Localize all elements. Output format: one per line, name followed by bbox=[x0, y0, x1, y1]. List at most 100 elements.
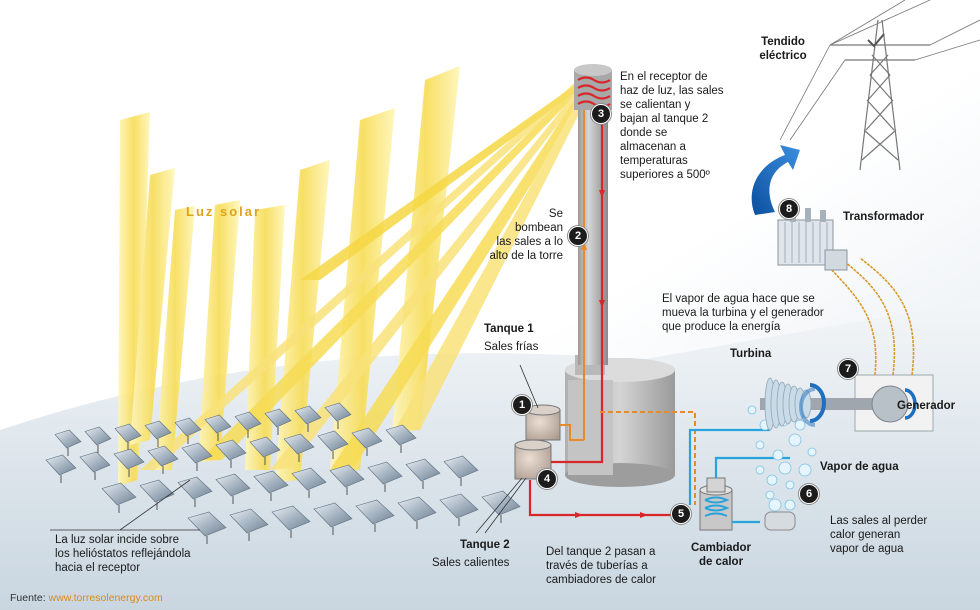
steam-bubble bbox=[747, 405, 757, 415]
steam-bubble bbox=[807, 447, 817, 457]
steam-turbine-line: mueva la turbina y el generador bbox=[662, 307, 824, 319]
turbine-label: Turbina bbox=[730, 348, 772, 360]
tanks bbox=[514, 404, 696, 518]
heliostat-panel bbox=[329, 464, 365, 488]
steam-bubble bbox=[765, 490, 775, 500]
heliostat-panel bbox=[405, 458, 441, 482]
pump-line: las sales a lo bbox=[496, 236, 563, 248]
heliostat-panel bbox=[385, 424, 417, 446]
power-arrow bbox=[751, 145, 800, 215]
step-badge-3: 3 bbox=[591, 104, 611, 124]
heliostat-panel bbox=[294, 405, 322, 425]
receptor-line: superiores a 500º bbox=[620, 169, 710, 181]
sun-light-label: Luz solar bbox=[186, 204, 262, 219]
receptor-line: temperaturas bbox=[620, 155, 688, 167]
heliostat-panel bbox=[317, 430, 349, 452]
reflected-beams bbox=[140, 78, 590, 470]
tower bbox=[565, 64, 675, 487]
pipes-line: Del tanque 2 pasan a bbox=[546, 546, 656, 558]
heliostat-panel bbox=[144, 420, 172, 440]
heliostat-panel bbox=[324, 402, 352, 422]
pump-text: Se bombean las sales a lo alto de la tor… bbox=[468, 207, 563, 263]
heliostat-panel bbox=[443, 455, 479, 479]
tank1-subtitle: Sales frías bbox=[484, 341, 539, 353]
heliostat-panel bbox=[139, 479, 175, 503]
heliostat-panel bbox=[204, 414, 232, 434]
source-link[interactable]: www.torresolenergy.com bbox=[48, 592, 163, 604]
steam-bubble bbox=[768, 498, 782, 512]
pump-line: bombean bbox=[515, 222, 563, 234]
heliostat-panel bbox=[249, 436, 281, 458]
steam-turbine-text: El vapor de agua hace que se mueva la tu… bbox=[662, 292, 842, 334]
transformer bbox=[777, 208, 848, 271]
heliostat-panel bbox=[113, 448, 145, 470]
power-line-line: Tendido bbox=[761, 36, 805, 48]
heliostat-panel bbox=[114, 423, 142, 443]
heliostat-panel bbox=[264, 408, 292, 428]
steam-bubble bbox=[778, 461, 792, 475]
heliostat-panel bbox=[355, 499, 395, 525]
tank2-title: Tanque 2 bbox=[460, 539, 510, 551]
transformer-label: Transformador bbox=[843, 211, 925, 223]
power-line-line: eléctrico bbox=[759, 50, 807, 62]
heliostat-panel bbox=[79, 451, 111, 473]
steam-label: Vapor de agua bbox=[820, 461, 899, 473]
receptor-line: En el receptor de bbox=[620, 71, 708, 83]
heliostat-panel bbox=[215, 439, 247, 461]
heliostat-panel bbox=[234, 411, 262, 431]
heliostat-line: La luz solar incide sobre bbox=[55, 534, 180, 546]
power-line-label: Tendido eléctrico bbox=[748, 35, 818, 63]
steam-bubble bbox=[755, 440, 765, 450]
pipes-text: Del tanque 2 pasan a través de tuberías … bbox=[546, 545, 676, 587]
tank2-subtitle: Sales calientes bbox=[432, 557, 510, 569]
heliostat-panel bbox=[84, 426, 112, 446]
step-badge-2: 2 bbox=[568, 226, 588, 246]
salt-steam-line: vapor de agua bbox=[830, 543, 904, 555]
heliostat-panel bbox=[367, 461, 403, 485]
heliostat-panel bbox=[215, 473, 251, 497]
heliostat-panel bbox=[313, 502, 353, 528]
heliostat-panel bbox=[271, 505, 311, 531]
pump-line: Se bbox=[548, 208, 563, 220]
heat-exchanger bbox=[688, 428, 796, 531]
steam bbox=[747, 405, 817, 512]
power-pylon bbox=[779, 0, 980, 171]
steam-bubble bbox=[794, 419, 806, 431]
pipes-line: cambiadores de calor bbox=[546, 574, 656, 586]
heliostat-line: hacia el receptor bbox=[55, 562, 141, 574]
heliostat-panel bbox=[283, 433, 315, 455]
steam-turbine-line: que produce la energía bbox=[662, 321, 781, 333]
heliostat-panel bbox=[45, 454, 77, 476]
steam-bubble bbox=[766, 474, 778, 486]
steam-bubble bbox=[784, 499, 796, 511]
source-credit: Fuente: www.torresolenergy.com bbox=[10, 592, 163, 604]
steam-bubble bbox=[788, 433, 802, 447]
leader-lines bbox=[50, 364, 539, 534]
step-badge-4: 4 bbox=[537, 469, 557, 489]
heliostat-panel bbox=[439, 493, 479, 519]
step-badge-6: 6 bbox=[799, 484, 819, 504]
heliostat-line: los helióstatos reflejándola bbox=[55, 548, 191, 560]
heliostat-panel bbox=[181, 442, 213, 464]
receptor-line: se calientan y bbox=[620, 99, 691, 111]
step-badge-7: 7 bbox=[838, 359, 858, 379]
heliostat-field bbox=[45, 402, 521, 544]
generator-label: Generador bbox=[897, 400, 956, 412]
steam-bubble bbox=[755, 465, 765, 475]
heliostat-panel bbox=[291, 467, 327, 491]
salt-steam-line: Las sales al perder bbox=[830, 515, 928, 527]
heliostat-text: La luz solar incide sobre los helióstato… bbox=[55, 533, 225, 575]
heliostat-panel bbox=[174, 417, 202, 437]
heat-exchanger-line: de calor bbox=[698, 556, 744, 568]
heliostat-panel bbox=[253, 470, 289, 494]
receptor-line: bajan al tanque 2 bbox=[620, 113, 709, 125]
heliostat-panel bbox=[54, 429, 82, 449]
receptor-line: donde se bbox=[620, 127, 668, 139]
steam-bubble bbox=[772, 449, 784, 461]
pipes-line: través de tuberías a bbox=[546, 560, 648, 572]
step-badge-5: 5 bbox=[671, 504, 691, 524]
salt-steam-line: calor generan bbox=[830, 529, 901, 541]
heliostat-panel bbox=[147, 445, 179, 467]
